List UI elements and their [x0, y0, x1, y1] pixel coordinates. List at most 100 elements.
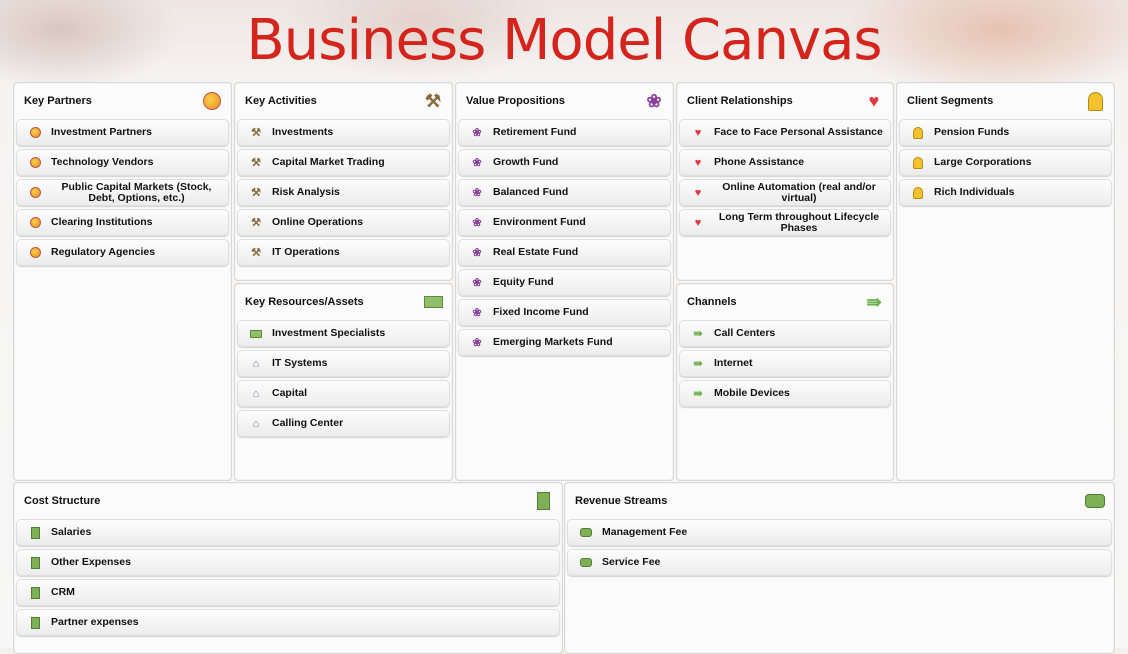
- list-item[interactable]: ♥Face to Face Personal Assistance: [679, 119, 891, 146]
- shovel-icon: ⚒: [251, 217, 261, 229]
- heart-icon: ♥: [694, 156, 702, 169]
- list-item[interactable]: Regulatory Agencies: [16, 239, 229, 266]
- arrows-icon: ⇛: [866, 291, 882, 312]
- list-item[interactable]: ⚒IT Operations: [237, 239, 450, 266]
- person-icon: [908, 125, 928, 141]
- client-relationships-header: Client Relationships ♥: [677, 83, 893, 119]
- partners-ball-icon: [201, 90, 223, 112]
- house-icon: ⌂: [252, 417, 260, 430]
- list-item[interactable]: ♥Long Term throughout Lifecycle Phases: [679, 209, 891, 236]
- document-icon: [25, 615, 45, 631]
- list-item[interactable]: ⇛Internet: [679, 350, 891, 377]
- value-propositions-panel: Value Propositions ❀ ❀Retirement Fund ❀G…: [455, 82, 674, 481]
- key-partners-list: Investment Partners Technology Vendors P…: [14, 119, 231, 266]
- channels-header: Channels ⇛: [677, 284, 893, 320]
- key-partners-heading: Key Partners: [24, 95, 92, 107]
- channels-list: ⇛Call Centers ⇛Internet ⇛Mobile Devices: [677, 320, 893, 407]
- cost-structure-heading: Cost Structure: [24, 495, 101, 507]
- person-icon: [1084, 90, 1106, 112]
- channels-heading: Channels: [687, 296, 737, 308]
- list-item[interactable]: Pension Funds: [899, 119, 1112, 146]
- list-item[interactable]: Service Fee: [567, 549, 1112, 576]
- list-item[interactable]: ♥Online Automation (real and/or virtual): [679, 179, 891, 206]
- list-item[interactable]: ♥Phone Assistance: [679, 149, 891, 176]
- client-segments-header: Client Segments: [897, 83, 1114, 119]
- list-item[interactable]: ❀Balanced Fund: [458, 179, 671, 206]
- flower-icon: ❀: [472, 307, 482, 319]
- list-item[interactable]: ❀Fixed Income Fund: [458, 299, 671, 326]
- document-icon: [25, 555, 45, 571]
- list-item[interactable]: ❀Real Estate Fund: [458, 239, 671, 266]
- revenue-streams-list: Management Fee Service Fee: [565, 519, 1114, 576]
- key-partners-header: Key Partners: [14, 83, 231, 119]
- shovel-icon: ⚒: [251, 247, 261, 259]
- list-item[interactable]: Clearing Institutions: [16, 209, 229, 236]
- shovel-icon: ⚒: [251, 187, 261, 199]
- page-title: Business Model Canvas: [246, 8, 882, 73]
- list-item[interactable]: Salaries: [16, 519, 560, 546]
- cost-structure-list: Salaries Other Expenses CRM Partner expe…: [14, 519, 562, 636]
- client-segments-list: Pension Funds Large Corporations Rich In…: [897, 119, 1114, 206]
- list-item[interactable]: Rich Individuals: [899, 179, 1112, 206]
- flower-icon: ❀: [472, 187, 482, 199]
- arrows-icon: ⇛: [693, 328, 703, 340]
- house-icon: ⌂: [252, 357, 260, 370]
- shovel-icon: ⚒: [251, 127, 261, 139]
- flower-icon: ❀: [472, 247, 482, 259]
- key-resources-list: Investment Specialists ⌂IT Systems ⌂Capi…: [235, 320, 452, 437]
- key-activities-list: ⚒Investments ⚒Capital Market Trading ⚒Ri…: [235, 119, 452, 266]
- partners-ball-icon: [25, 155, 45, 171]
- list-item[interactable]: ⚒Capital Market Trading: [237, 149, 450, 176]
- list-item[interactable]: ⌂Calling Center: [237, 410, 450, 437]
- coin-icon: [576, 555, 596, 571]
- key-resources-header: Key Resources/Assets: [235, 284, 452, 320]
- list-item[interactable]: ⌂IT Systems: [237, 350, 450, 377]
- cost-structure-panel: Cost Structure Salaries Other Expenses C…: [13, 482, 563, 654]
- key-partners-panel: Key Partners Investment Partners Technol…: [13, 82, 232, 481]
- list-item[interactable]: ❀Emerging Markets Fund: [458, 329, 671, 356]
- list-item[interactable]: Investment Partners: [16, 119, 229, 146]
- cost-structure-header: Cost Structure: [14, 483, 562, 519]
- list-item[interactable]: ⚒Risk Analysis: [237, 179, 450, 206]
- document-icon: [25, 585, 45, 601]
- client-relationships-panel: Client Relationships ♥ ♥Face to Face Per…: [676, 82, 894, 281]
- list-item[interactable]: Other Expenses: [16, 549, 560, 576]
- partners-ball-icon: [25, 185, 45, 201]
- list-item[interactable]: Technology Vendors: [16, 149, 229, 176]
- briefcase-icon: [246, 326, 266, 342]
- list-item[interactable]: ❀Growth Fund: [458, 149, 671, 176]
- list-item[interactable]: ⇛Call Centers: [679, 320, 891, 347]
- list-item[interactable]: Management Fee: [567, 519, 1112, 546]
- list-item[interactable]: Partner expenses: [16, 609, 560, 636]
- flower-icon: ❀: [472, 277, 482, 289]
- heart-icon: ♥: [868, 90, 880, 111]
- list-item[interactable]: Large Corporations: [899, 149, 1112, 176]
- list-item[interactable]: Investment Specialists: [237, 320, 450, 347]
- client-relationships-heading: Client Relationships: [687, 95, 793, 107]
- revenue-streams-heading: Revenue Streams: [575, 495, 668, 507]
- list-item[interactable]: ❀Environment Fund: [458, 209, 671, 236]
- list-item[interactable]: ❀Retirement Fund: [458, 119, 671, 146]
- list-item[interactable]: ❀Equity Fund: [458, 269, 671, 296]
- partners-ball-icon: [25, 125, 45, 141]
- client-segments-heading: Client Segments: [907, 95, 994, 107]
- coin-icon: [1084, 490, 1106, 512]
- list-item[interactable]: CRM: [16, 579, 560, 606]
- arrows-icon: ⇛: [693, 388, 703, 400]
- list-item[interactable]: Public Capital Markets (Stock, Debt, Opt…: [16, 179, 229, 206]
- heart-icon: ♥: [694, 216, 702, 229]
- heart-icon: ♥: [694, 186, 702, 199]
- key-resources-heading: Key Resources/Assets: [245, 296, 364, 308]
- list-item[interactable]: ⇛Mobile Devices: [679, 380, 891, 407]
- value-propositions-header: Value Propositions ❀: [456, 83, 673, 119]
- house-icon: ⌂: [252, 387, 260, 400]
- partners-ball-icon: [25, 215, 45, 231]
- list-item[interactable]: ⚒Investments: [237, 119, 450, 146]
- document-icon: [532, 490, 554, 512]
- key-activities-header: Key Activities ⚒: [235, 83, 452, 119]
- person-icon: [908, 155, 928, 171]
- list-item[interactable]: ⌂Capital: [237, 380, 450, 407]
- heart-icon: ♥: [694, 126, 702, 139]
- list-item[interactable]: ⚒Online Operations: [237, 209, 450, 236]
- key-activities-panel: Key Activities ⚒ ⚒Investments ⚒Capital M…: [234, 82, 453, 281]
